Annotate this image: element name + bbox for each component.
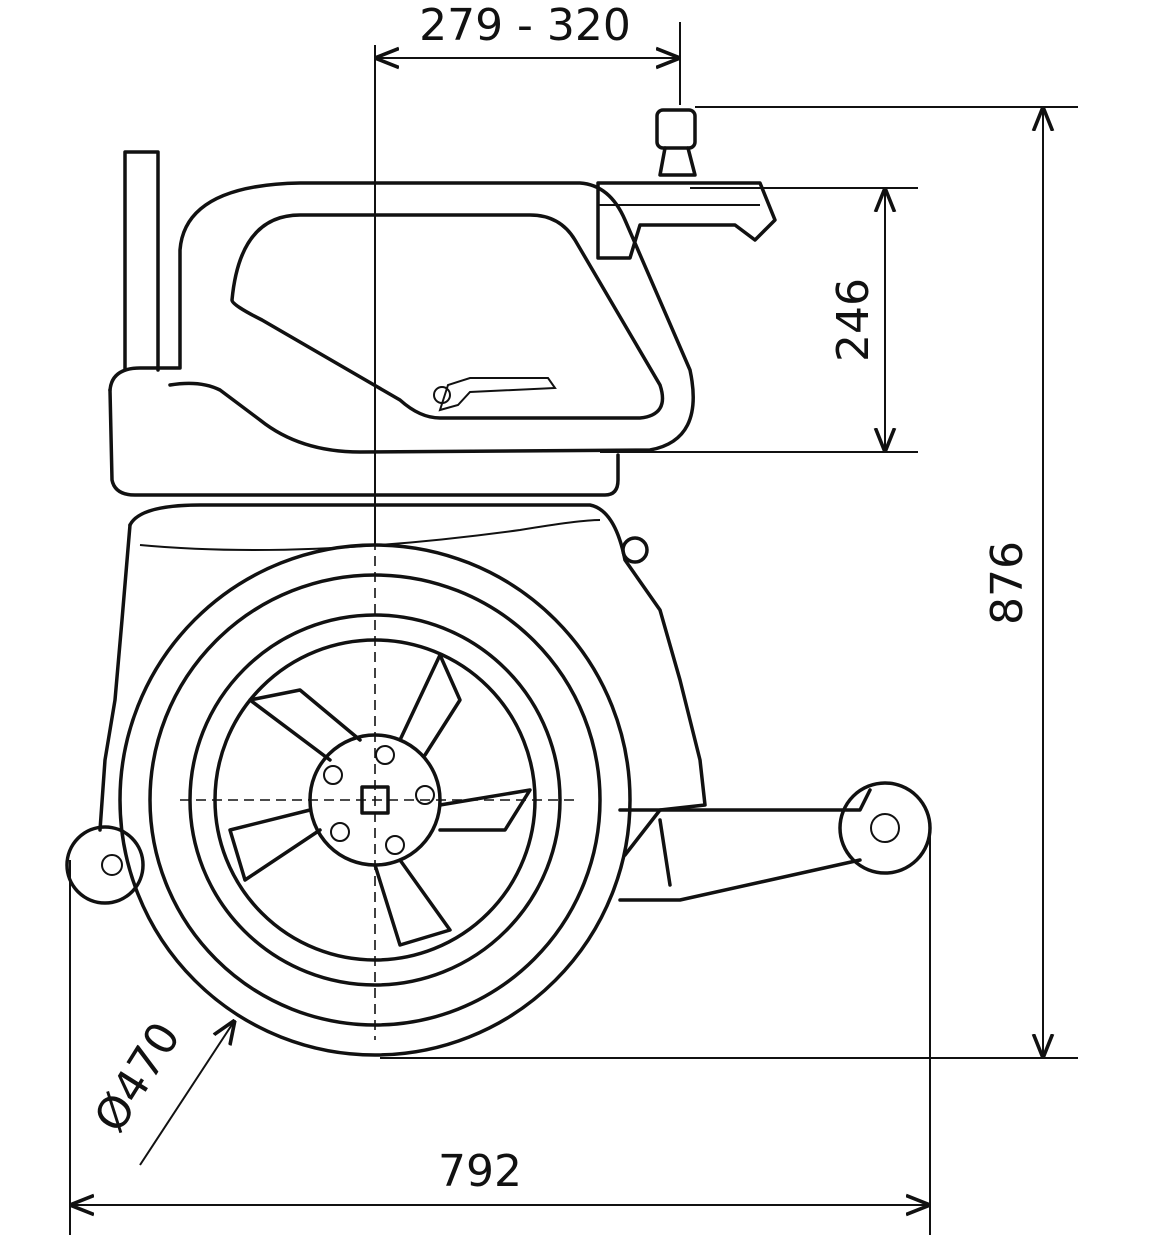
seat-lever xyxy=(438,377,557,412)
total-height-label: 876 xyxy=(982,541,1033,625)
seat-shell xyxy=(108,181,695,497)
dimension-seat-height: 246 xyxy=(600,187,918,453)
dimension-seat-offset: 279 - 320 xyxy=(374,0,681,545)
backrest xyxy=(123,150,160,372)
wheel-spokes xyxy=(228,653,532,947)
wheel-diameter-label: Ø470 xyxy=(85,1014,191,1142)
base-body xyxy=(98,503,872,902)
front-caster xyxy=(838,781,932,875)
seat-offset-label: 279 - 320 xyxy=(419,0,631,51)
seat-height-label: 246 xyxy=(828,278,879,362)
dimension-total-length: 792 xyxy=(69,830,931,1235)
dimension-wheel-diameter: Ø470 xyxy=(85,1014,235,1166)
joystick-control xyxy=(596,108,777,260)
wheel-center-lines xyxy=(180,540,580,1040)
rear-caster xyxy=(65,825,145,905)
dimension-total-height: 876 xyxy=(380,106,1078,1059)
total-length-label: 792 xyxy=(438,1146,522,1197)
